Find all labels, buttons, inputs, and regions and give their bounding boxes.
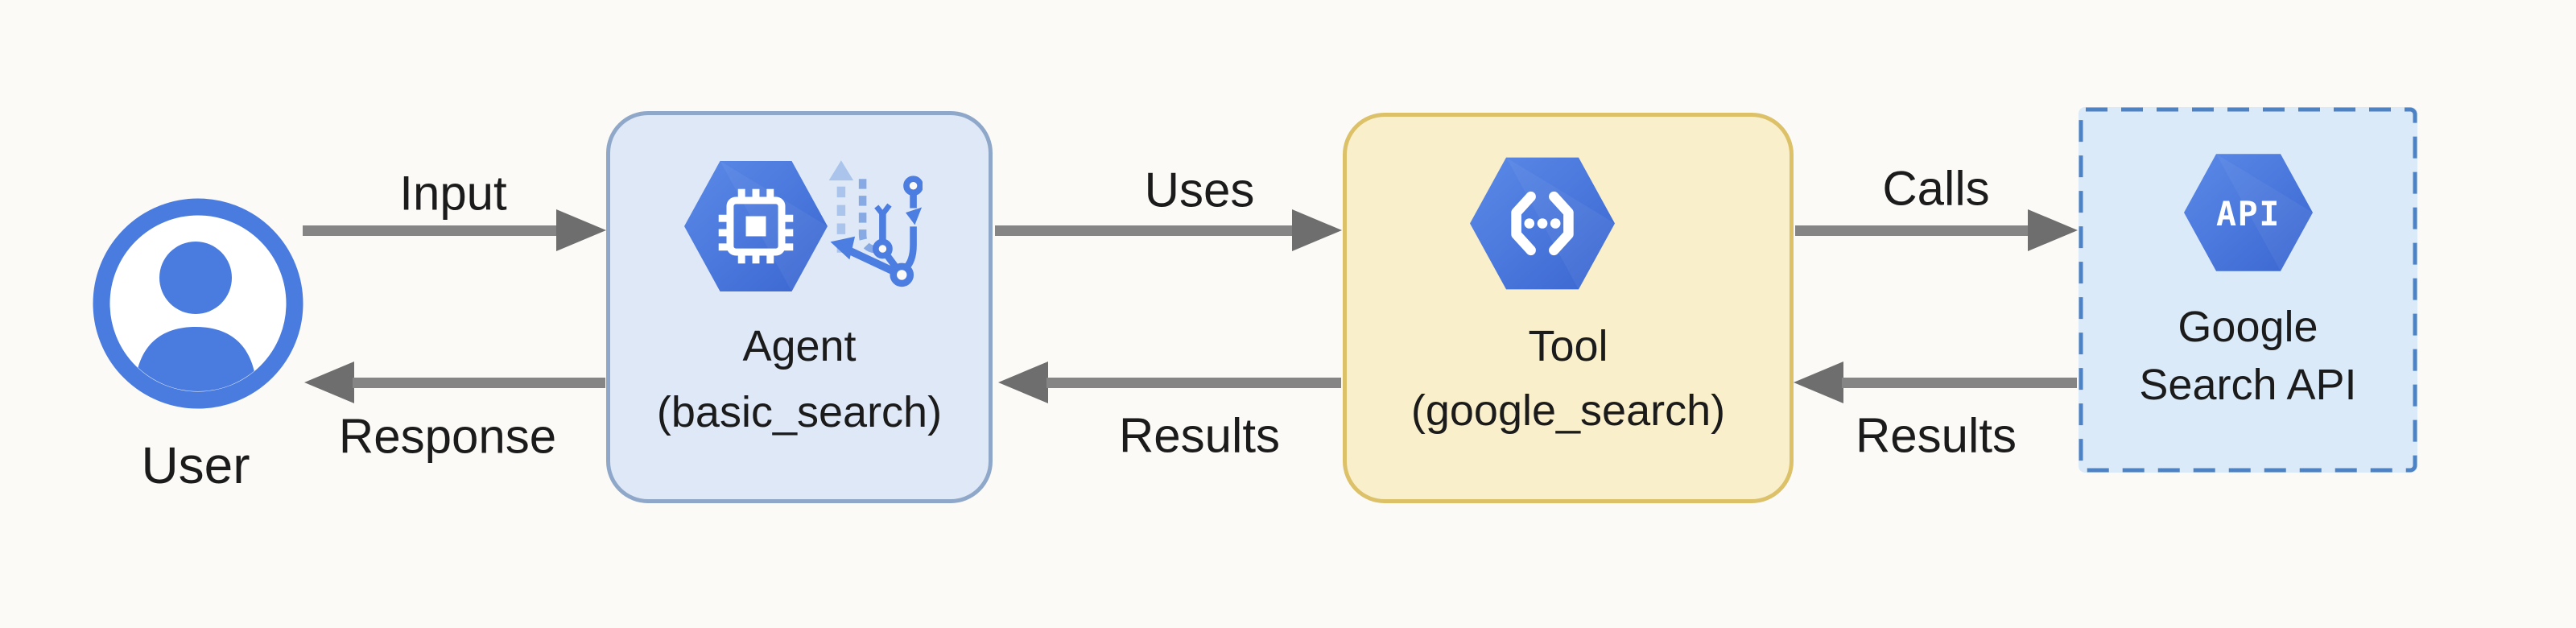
calls-arrow-label: Calls	[1882, 161, 1990, 216]
ai-chip-hexagon-icon	[684, 161, 828, 291]
results-mid-arrow-head	[998, 362, 1048, 403]
tool-subtitle: (google_search)	[1410, 386, 1726, 435]
google-search-api-node: API Google Search API	[2079, 107, 2417, 473]
results-right-arrow-head	[1794, 362, 1843, 403]
response-arrow-label: Response	[338, 409, 557, 464]
response-arrow-shaft	[353, 378, 605, 388]
api-title-line1: Google	[2178, 303, 2318, 351]
results-mid-arrow-shaft	[1046, 378, 1341, 388]
results-right-arrow-label: Results	[1855, 408, 2017, 463]
agent-label: Agent (basic_search)	[610, 313, 989, 445]
api-title-line2: Search API	[2139, 361, 2357, 409]
api-hexagon-icon: API	[2184, 154, 2313, 271]
agent-subtitle: (basic_search)	[656, 388, 943, 436]
input-arrow-head	[556, 209, 606, 251]
response-arrow-head	[304, 362, 354, 403]
input-arrow-label: Input	[399, 166, 507, 221]
agent-node: Agent (basic_search)	[606, 111, 993, 503]
tool-node: Tool (google_search)	[1343, 113, 1794, 503]
api-hex-label: API	[2216, 194, 2281, 233]
results-mid-arrow-label: Results	[1118, 408, 1281, 463]
tool-title: Tool	[1528, 322, 1608, 370]
agent-title: Agent	[742, 322, 857, 370]
cloud-functions-hexagon-icon	[1470, 157, 1615, 290]
calls-arrow-shaft	[1795, 225, 2029, 236]
uses-arrow-label: Uses	[1144, 163, 1255, 217]
results-right-arrow-shaft	[1842, 378, 2077, 388]
uses-arrow-shaft	[995, 225, 1294, 236]
user-label: User	[141, 436, 250, 494]
input-arrow-shaft	[303, 225, 559, 236]
tool-label: Tool (google_search)	[1347, 314, 1790, 443]
api-label: Google Search API	[2079, 298, 2417, 414]
dashed-border	[2079, 107, 2417, 473]
calls-arrow-head	[2028, 209, 2078, 251]
ml-branch-icon	[828, 160, 923, 287]
user-person-circle-icon	[93, 198, 303, 409]
uses-arrow-head	[1292, 209, 1342, 251]
